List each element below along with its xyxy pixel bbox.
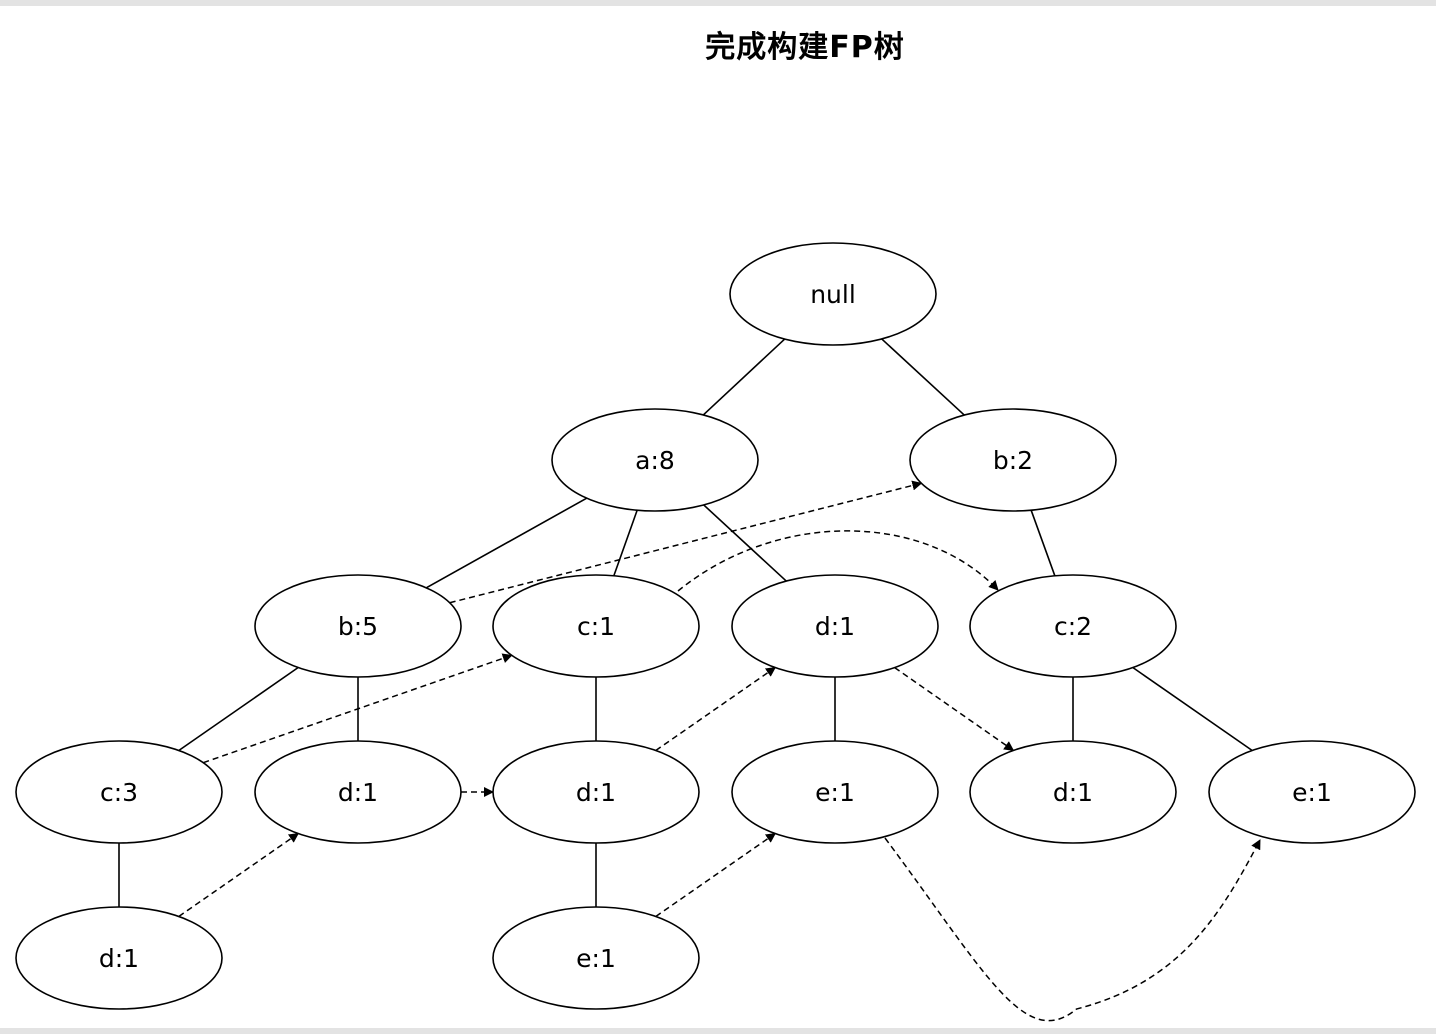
node-ellipse [731,740,939,844]
node-label: b:5 [338,612,378,641]
node-ellipse [551,408,759,512]
tree-node-e1_d1c1: e:1 [492,906,700,1010]
node-links [178,480,1261,1022]
node-link-d1_a-to-d1_c2 [894,666,1015,752]
node-link-b5-to-b2 [449,480,923,604]
tree-node-d1_a: d:1 [731,574,939,678]
node-ellipse [969,740,1177,844]
node-label: e:1 [815,778,855,807]
tree-node-e1_d: e:1 [731,740,939,844]
node-label: null [810,280,856,309]
bottom-border [0,1028,1436,1034]
node-label: d:1 [99,944,139,973]
tree-node-d1_c2: d:1 [969,740,1177,844]
tree-edges [118,338,1253,907]
tree-node-b2: b:2 [909,408,1117,512]
node-ellipse [909,408,1117,512]
diagram-title: 完成构建FP树 [705,30,905,65]
node-link-c1-to-c2 [677,530,999,592]
node-ellipse [492,740,700,844]
node-ellipse [492,906,700,1010]
node-label: a:8 [635,446,675,475]
tree-edge-a8-b5 [425,497,588,589]
node-ellipse [254,574,462,678]
node-label: d:1 [338,778,378,807]
node-label: e:1 [1292,778,1332,807]
node-ellipse [729,242,937,346]
tree-node-c3: c:3 [15,740,223,844]
node-label: e:1 [576,944,616,973]
node-ellipse [254,740,462,844]
top-border [0,0,1436,6]
tree-edge-null-b2 [881,338,965,416]
node-ellipse [1208,740,1416,844]
node-link-e1_d-to-e1_c2 [884,837,1261,1022]
tree-node-a8: a:8 [551,408,759,512]
tree-node-null: null [729,242,937,346]
tree-edge-b2-c2 [1030,509,1056,577]
node-link-d1_c1-to-d1_a [655,666,777,752]
tree-node-e1_c2: e:1 [1208,740,1416,844]
node-label: d:1 [815,612,855,641]
node-label: d:1 [1053,778,1093,807]
tree-edge-b5-c3 [178,666,299,752]
node-ellipse [15,740,223,844]
node-label: c:2 [1054,612,1092,641]
tree-node-c1: c:1 [492,574,700,678]
node-ellipse [731,574,939,678]
node-ellipse [492,574,700,678]
tree-edge-a8-c1 [613,509,638,577]
node-link-d1_c3-to-d1_b5 [178,832,300,918]
tree-edge-a8-d1_a [703,504,787,582]
tree-node-d1_b5: d:1 [254,740,462,844]
tree-edge-null-a8 [702,338,786,416]
node-label: b:2 [993,446,1033,475]
node-label: d:1 [576,778,616,807]
node-link-e1_d1c1-to-e1_d [655,832,777,918]
tree-node-c2: c:2 [969,574,1177,678]
tree-node-b5: b:5 [254,574,462,678]
node-label: c:1 [577,612,615,641]
node-link-c3-to-c1 [203,653,513,764]
tree-edge-c2-e1_c2 [1132,666,1253,752]
tree-nodes: null a:8 b:2 b:5 c:1 d:1 c:2 c:3 d:1 d:1 e:1 d:1 e:1… [15,242,1416,1010]
node-ellipse [969,574,1177,678]
node-ellipse [15,906,223,1010]
node-label: c:3 [100,778,138,807]
tree-node-d1_c3: d:1 [15,906,223,1010]
tree-node-d1_c1: d:1 [492,740,700,844]
